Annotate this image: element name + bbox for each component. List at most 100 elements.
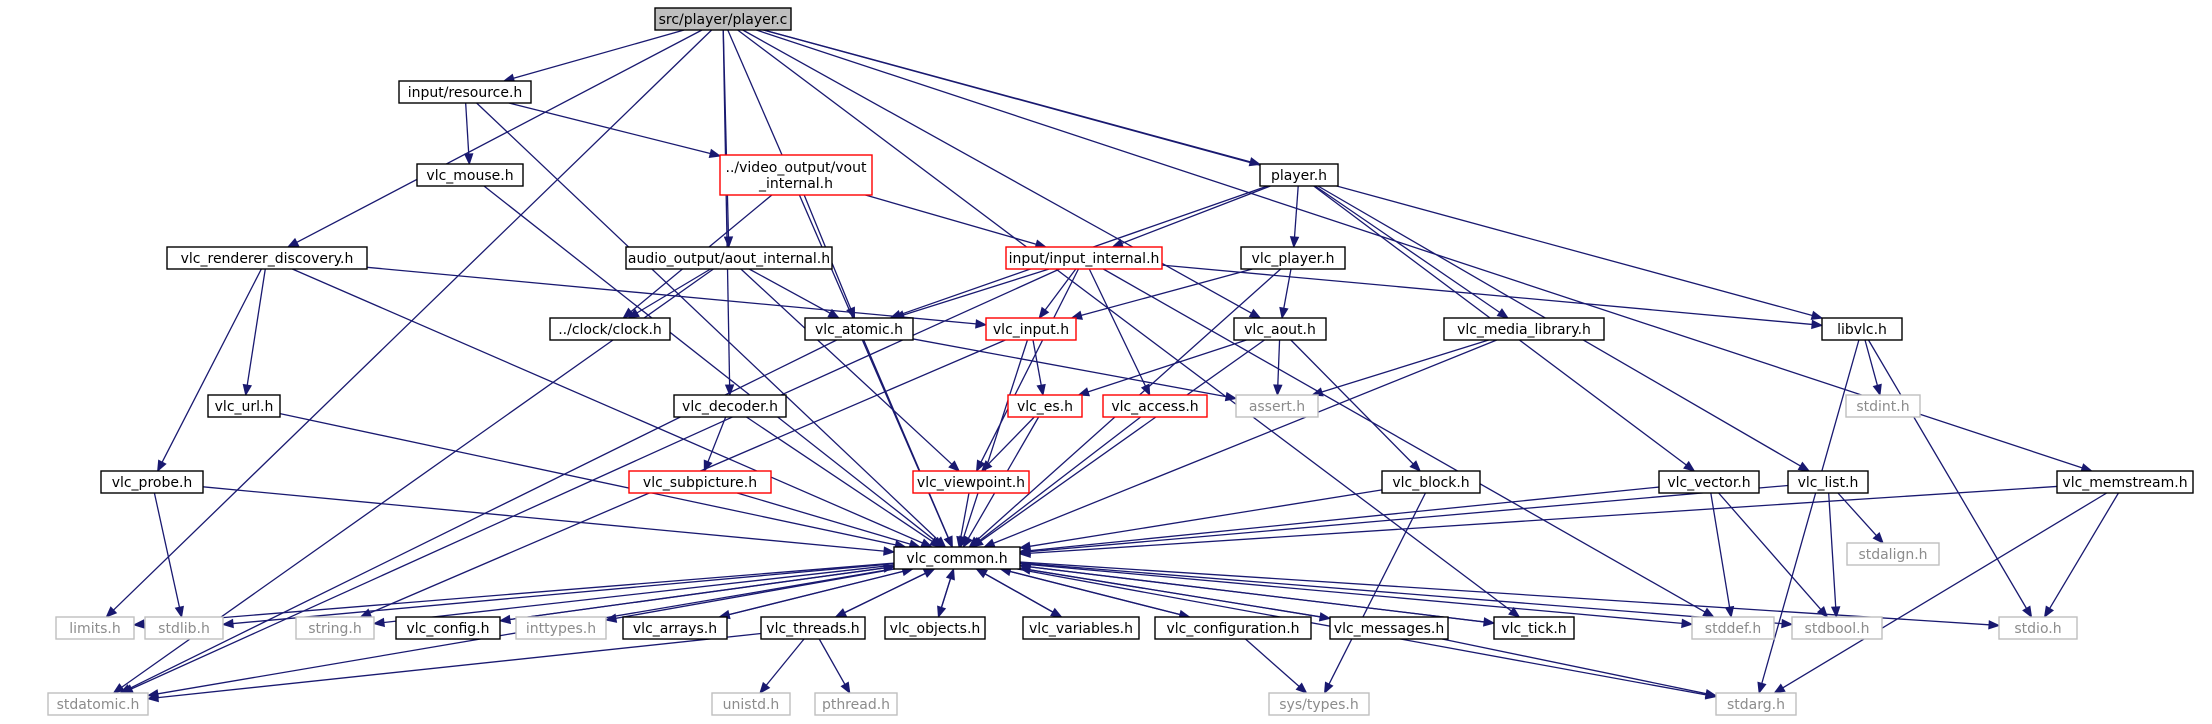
node-label: vlc_common.h	[906, 551, 1007, 567]
node-threads[interactable]: vlc_threads.h	[760, 616, 866, 640]
edge-line	[1245, 638, 1300, 687]
edge-line	[292, 268, 923, 544]
node-vector[interactable]: vlc_vector.h	[1658, 470, 1760, 494]
node-box	[985, 317, 1077, 341]
edge-player_h-to-vlc_player	[1289, 185, 1300, 249]
node-tick[interactable]: vlc_tick.h	[1493, 616, 1575, 640]
edge-threads-to-unistd	[759, 638, 805, 695]
edge-line	[366, 266, 977, 325]
node-box	[1022, 616, 1140, 640]
edge-arrowhead	[929, 537, 942, 548]
node-stdio[interactable]: stdio.h	[1998, 616, 2078, 640]
node-stdint[interactable]: stdint.h	[1845, 394, 1921, 418]
node-block[interactable]: vlc_block.h	[1381, 470, 1481, 494]
node-box	[398, 80, 532, 104]
edge-line	[508, 102, 711, 155]
edge-line	[980, 268, 1080, 463]
node-limits[interactable]: limits.h	[55, 616, 135, 640]
edge-arrowhead	[1683, 460, 1696, 472]
node-configuration[interactable]: vlc_configuration.h	[1154, 616, 1312, 640]
node-messages[interactable]: vlc_messages.h	[1329, 616, 1449, 640]
node-stdarg[interactable]: stdarg.h	[1715, 692, 1797, 716]
node-label: vlc_list.h	[1798, 475, 1859, 491]
edge-vout-to-input_int	[865, 194, 1048, 249]
node-unistd[interactable]: unistd.h	[711, 692, 791, 716]
node-vlc_aout[interactable]: vlc_aout.h	[1233, 317, 1327, 341]
node-vlc_url[interactable]: vlc_url.h	[207, 394, 281, 418]
node-box	[912, 470, 1030, 494]
edge-line	[765, 638, 805, 686]
node-renderer[interactable]: vlc_renderer_discovery.h	[166, 246, 368, 270]
edge-line	[153, 492, 181, 608]
node-arrays[interactable]: vlc_arrays.h	[622, 616, 728, 640]
node-systypes[interactable]: sys/types.h	[1268, 692, 1370, 716]
edge-line	[984, 573, 1062, 618]
edge-common-to-stdlib	[221, 563, 895, 629]
node-vout[interactable]: ../video_output/vout_internal.h	[719, 154, 873, 196]
node-objects[interactable]: vlc_objects.h	[884, 616, 986, 640]
edge-arrowhead	[1811, 319, 1824, 330]
node-pthread[interactable]: pthread.h	[814, 692, 898, 716]
node-variables[interactable]: vlc_variables.h	[1022, 616, 1140, 640]
edge-line	[1019, 563, 1683, 625]
node-subpicture[interactable]: vlc_subpicture.h	[628, 470, 772, 494]
node-stdbool[interactable]: stdbool.h	[1791, 616, 1883, 640]
node-label: stdio.h	[2014, 621, 2061, 637]
edge-arrowhead	[975, 459, 986, 473]
edge-line	[722, 29, 730, 238]
node-clock[interactable]: ../clock/clock.h	[549, 317, 671, 341]
node-label: vlc_threads.h	[766, 621, 859, 637]
node-probe[interactable]: vlc_probe.h	[100, 470, 204, 494]
node-access[interactable]: vlc_access.h	[1102, 394, 1208, 418]
node-box	[760, 616, 866, 640]
edge-arrowhead	[146, 692, 159, 703]
edge-arrowhead	[1681, 618, 1694, 629]
edge-atomic-to-assert	[912, 338, 1238, 402]
edge-resource-to-vout	[508, 102, 722, 158]
node-root[interactable]: src/player/player.c	[654, 7, 792, 31]
node-list[interactable]: vlc_list.h	[1787, 470, 1869, 494]
node-viewpoint[interactable]: vlc_viewpoint.h	[912, 470, 1030, 494]
node-common[interactable]: vlc_common.h	[893, 546, 1021, 570]
node-stdalign[interactable]: stdalign.h	[1846, 542, 1940, 566]
edge-input_int-to-stddef	[1102, 268, 1715, 618]
node-stddef[interactable]: stddef.h	[1691, 616, 1775, 640]
node-libvlc[interactable]: libvlc.h	[1821, 317, 1903, 341]
node-decoder[interactable]: vlc_decoder.h	[673, 394, 787, 418]
node-stdlib[interactable]: stdlib.h	[144, 616, 224, 640]
node-player_h[interactable]: player.h	[1259, 163, 1339, 187]
edge-decoder-to-common	[746, 416, 942, 548]
node-box	[47, 692, 149, 716]
node-config[interactable]: vlc_config.h	[395, 616, 501, 640]
edge-variables-to-common	[975, 568, 1062, 618]
node-box	[1268, 692, 1370, 716]
node-box	[1235, 394, 1319, 418]
node-vlc_input[interactable]: vlc_input.h	[985, 317, 1077, 341]
node-resource[interactable]: input/resource.h	[398, 80, 532, 104]
node-mouse[interactable]: vlc_mouse.h	[416, 163, 524, 187]
edge-line	[978, 416, 1142, 542]
node-inttypes[interactable]: inttypes.h	[515, 616, 607, 640]
edge-input_int-to-libvlc	[1161, 264, 1824, 330]
edge-line	[1081, 268, 1253, 317]
edge-line	[1009, 570, 1190, 618]
node-input_int[interactable]: input/input_internal.h	[1005, 246, 1163, 270]
node-vlc_player[interactable]: vlc_player.h	[1240, 246, 1346, 270]
node-label: stdatomic.h	[57, 697, 140, 713]
node-aout_int[interactable]: audio_output/aout_internal.h	[625, 246, 833, 270]
node-media_lib[interactable]: vlc_media_library.h	[1443, 317, 1605, 341]
edge-arrowhead	[1830, 606, 1841, 619]
node-stdatomic[interactable]: stdatomic.h	[47, 692, 149, 716]
edge-line	[636, 268, 711, 314]
node-box	[654, 7, 792, 31]
node-assert[interactable]: assert.h	[1235, 394, 1319, 418]
edge-arrowhead	[948, 460, 961, 472]
node-label: input/resource.h	[408, 85, 523, 101]
node-memstream[interactable]: vlc_memstream.h	[2056, 470, 2194, 494]
node-atomic[interactable]: vlc_atomic.h	[804, 317, 914, 341]
edge-arrowhead	[1018, 548, 1031, 558]
edge-arrowhead	[286, 237, 300, 248]
node-string[interactable]: string.h	[295, 616, 375, 640]
node-vlc_es[interactable]: vlc_es.h	[1007, 394, 1083, 418]
edge-vlc_input-to-vlc_es	[1032, 339, 1046, 397]
